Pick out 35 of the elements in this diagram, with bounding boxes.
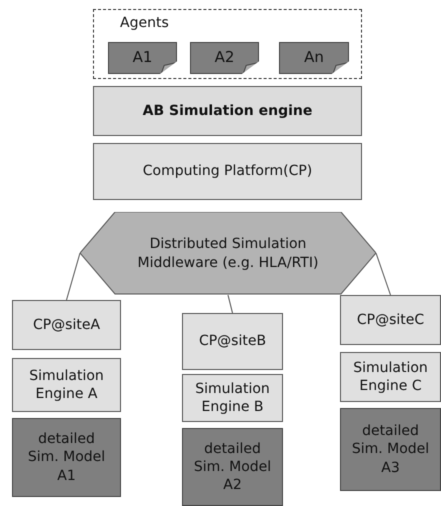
platform-box bbox=[340, 295, 441, 345]
model-box bbox=[340, 408, 441, 491]
node-label: Simulation Engine C bbox=[352, 358, 429, 396]
model-box bbox=[182, 428, 283, 506]
node-label: CP@siteC bbox=[356, 310, 426, 330]
node-label: A2 bbox=[214, 48, 236, 68]
node-label: CP@siteB bbox=[198, 332, 268, 351]
agent-note bbox=[190, 42, 259, 74]
agent-note bbox=[108, 42, 177, 74]
node-label: detailed Sim. Model A1 bbox=[26, 430, 106, 485]
agent-note bbox=[279, 42, 349, 74]
connector-line bbox=[66, 252, 80, 300]
node-label: An bbox=[303, 48, 325, 68]
engine-box bbox=[340, 352, 441, 402]
platform-box bbox=[12, 300, 121, 350]
node-label: detailed Sim. Model A3 bbox=[350, 422, 430, 477]
node-label: Simulation Engine B bbox=[194, 380, 271, 416]
platform-layer bbox=[93, 143, 362, 200]
node-label: AB Simulation engine bbox=[142, 102, 314, 120]
connector-line bbox=[376, 252, 391, 296]
node-label: Computing Platform(CP) bbox=[142, 162, 314, 181]
middleware-hexagon bbox=[80, 212, 376, 295]
engine-layer bbox=[93, 86, 362, 136]
engine-box bbox=[12, 358, 121, 412]
node-label: CP@siteA bbox=[32, 316, 102, 334]
agents-group bbox=[93, 9, 362, 79]
node-label: Distributed Simulation Middleware (e.g. HLA/RTI) bbox=[136, 235, 320, 272]
node-label: Simulation Engine A bbox=[28, 366, 105, 404]
engine-box bbox=[182, 374, 283, 422]
platform-box bbox=[182, 313, 283, 370]
node-label: A1 bbox=[132, 48, 154, 68]
node-label: detailed Sim. Model A2 bbox=[192, 440, 272, 494]
model-box bbox=[12, 418, 121, 497]
connector-line bbox=[228, 294, 233, 314]
group-title: Agents bbox=[119, 14, 169, 32]
